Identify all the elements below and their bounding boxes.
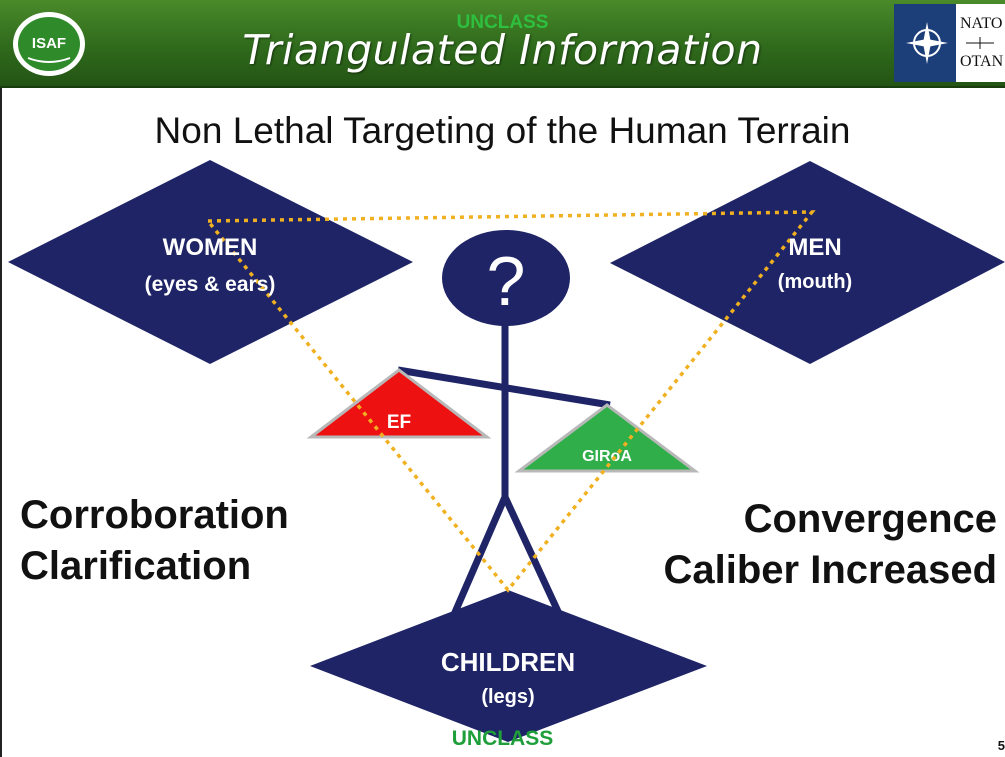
nato-text: NATO <box>960 15 1002 32</box>
left-text-block: Corroboration Clarification <box>20 490 289 592</box>
women-label: WOMEN <box>163 234 258 261</box>
giroa-triangle <box>514 403 700 473</box>
men-diamond <box>610 161 1005 364</box>
ef-triangle <box>306 368 492 439</box>
ef-label: EF <box>387 412 411 433</box>
isaf-logo-text: ISAF <box>32 35 66 52</box>
page-title: Triangulated Information <box>242 26 763 74</box>
right-text-block: Convergence Caliber Increased <box>664 494 998 596</box>
figure-head <box>442 230 570 326</box>
scale-beam <box>397 366 611 409</box>
children-diamond <box>310 590 707 742</box>
giroa-label: GIRoA <box>582 448 632 465</box>
nato-logo: NATO OTAN <box>894 4 1005 82</box>
clarification-text: Clarification <box>20 544 252 588</box>
women-diamond <box>8 160 413 364</box>
caliber-increased-text: Caliber Increased <box>663 548 998 592</box>
women-sublabel: (eyes & ears) <box>145 273 276 296</box>
men-sublabel: (mouth) <box>778 271 852 293</box>
question-mark: ? <box>487 242 526 320</box>
figure-left-leg <box>442 495 509 635</box>
otan-text: OTAN <box>960 53 1004 70</box>
children-label: CHILDREN <box>441 647 575 677</box>
header-bar: ISAF UNCLASS Triangulated Information NA… <box>0 0 1005 88</box>
left-border <box>0 88 2 757</box>
children-sublabel: (legs) <box>481 686 534 708</box>
classification-bottom: UNCLASS <box>451 727 554 750</box>
convergence-text: Convergence <box>743 497 997 541</box>
page-number: 5 <box>997 738 1005 753</box>
corroboration-text: Corroboration <box>20 493 289 537</box>
men-label: MEN <box>788 234 841 261</box>
classification-top: UNCLASS <box>456 12 549 33</box>
subtitle: Non Lethal Targeting of the Human Terrai… <box>154 110 851 151</box>
figure-right-leg <box>501 495 572 635</box>
isaf-logo: ISAF <box>13 12 85 76</box>
triangulation-dotted-triangle <box>204 210 816 593</box>
